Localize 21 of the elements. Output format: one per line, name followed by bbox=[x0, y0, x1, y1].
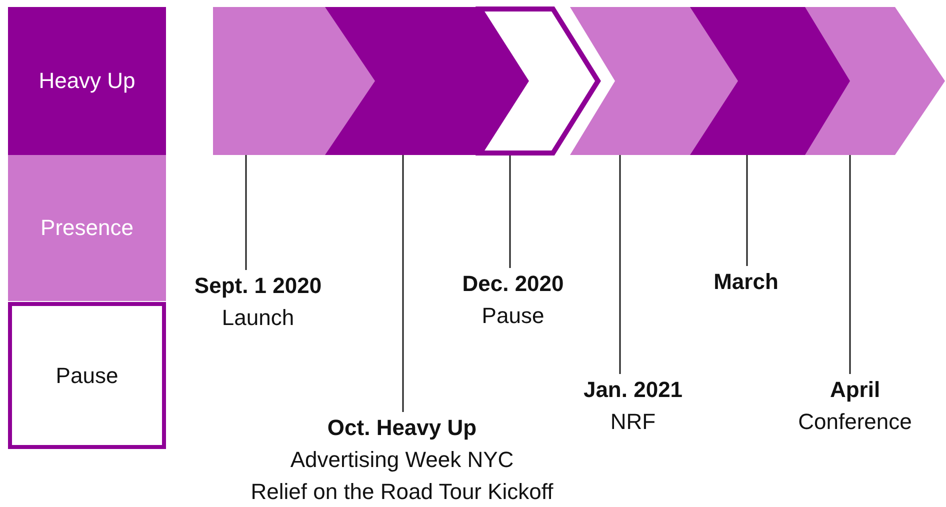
milestone-description: Pause bbox=[482, 302, 544, 330]
legend-swatch: Heavy Up bbox=[8, 7, 166, 155]
milestone-date: March bbox=[714, 268, 778, 296]
leader-line bbox=[509, 153, 511, 268]
milestone-date: April bbox=[830, 376, 880, 404]
leader-line bbox=[619, 155, 621, 374]
milestone-description: NRF bbox=[610, 408, 656, 436]
milestone-description: Conference bbox=[798, 408, 912, 436]
milestone-description: Launch bbox=[222, 304, 294, 332]
legend-swatch: Presence bbox=[8, 155, 166, 301]
leader-line bbox=[245, 155, 247, 270]
legend-swatch: Pause bbox=[8, 302, 166, 449]
milestone-date: Jan. 2021 bbox=[583, 376, 683, 404]
leader-line bbox=[746, 155, 748, 266]
milestone-date: Dec. 2020 bbox=[462, 270, 564, 298]
leader-line bbox=[849, 155, 851, 374]
leader-line bbox=[402, 155, 404, 412]
milestone-date: Sept. 1 2020 bbox=[194, 272, 322, 300]
milestone-description: Advertising Week NYC bbox=[290, 446, 514, 474]
milestone-description: Relief on the Road Tour Kickoff bbox=[250, 478, 554, 506]
milestone-date: Oct. Heavy Up bbox=[327, 414, 477, 442]
